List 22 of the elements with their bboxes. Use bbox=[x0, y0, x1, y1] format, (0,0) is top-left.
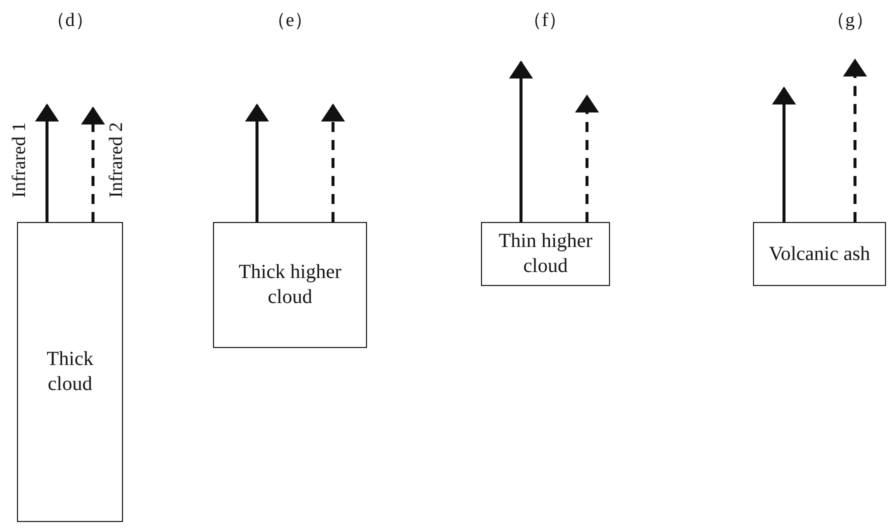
arrow bbox=[35, 104, 59, 222]
box-label: Thick higher cloud bbox=[238, 260, 342, 310]
arrow bbox=[843, 58, 867, 222]
arrow bbox=[321, 104, 345, 222]
arrow bbox=[772, 86, 796, 222]
signal-label: Infrared 1 bbox=[9, 122, 31, 198]
arrow bbox=[245, 104, 269, 222]
panel-label: （d） bbox=[46, 9, 94, 33]
arrow bbox=[575, 94, 599, 222]
panel-label: （e） bbox=[266, 9, 314, 33]
signal-label: Infrared 2 bbox=[106, 122, 128, 198]
box-label: Thin higher cloud bbox=[498, 229, 594, 279]
box-label: Volcanic ash bbox=[768, 242, 870, 266]
arrow bbox=[81, 106, 105, 222]
process-box bbox=[17, 222, 123, 522]
process-box bbox=[481, 222, 610, 286]
panel-label: （g） bbox=[826, 9, 874, 33]
arrow bbox=[509, 60, 533, 222]
process-box bbox=[753, 222, 886, 286]
box-label: Thick cloud bbox=[46, 347, 94, 397]
process-box bbox=[213, 222, 367, 348]
panel-label: （f） bbox=[522, 9, 568, 33]
